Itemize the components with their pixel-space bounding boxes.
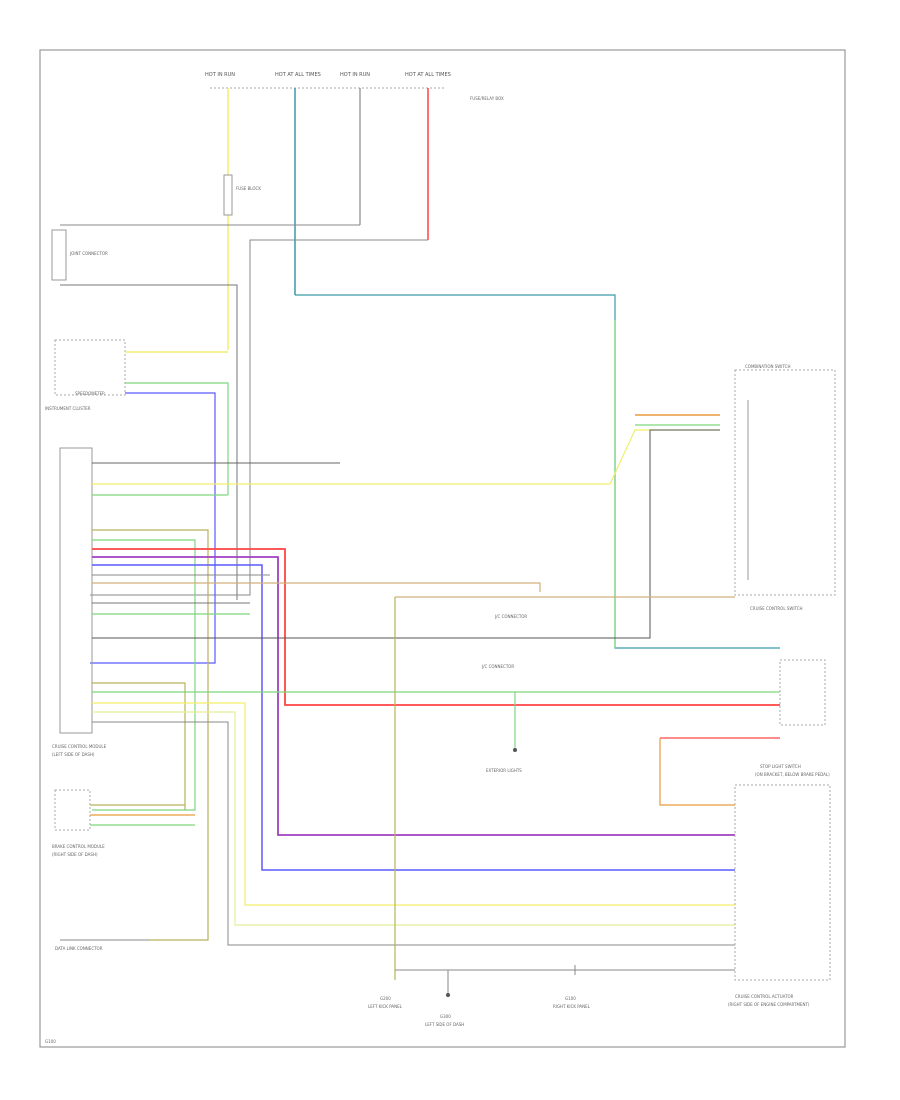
- left-junction-label: JOINT CONNECTOR: [69, 251, 108, 256]
- module-wire-yellow-3: [92, 711, 735, 926]
- fuse-label-2: HOT AT ALL TIMES: [275, 72, 321, 78]
- fuse-label-1: HOT IN RUN: [205, 72, 235, 78]
- cruise-actuator-location: (RIGHT SIDE OF ENGINE COMPARTMENT): [728, 1002, 810, 1007]
- stop-light-switch-location: (ON BRACKET, BELOW BRAKE PEDAL): [755, 772, 830, 777]
- exterior-lights-label: EXTERIOR LIGHTS: [486, 768, 522, 773]
- ground-mid-label: G300: [440, 1014, 451, 1019]
- footer-label: G100: [45, 1039, 56, 1044]
- stop-light-switch-box: [779, 659, 826, 726]
- jc-ground-dot: [513, 748, 517, 752]
- module-wire-yellow-2: [92, 702, 735, 906]
- fuse-element: [223, 174, 233, 216]
- junction-bus-bottom: [60, 284, 238, 600]
- cruise-main-switch-label: CRUISE CONTROL SWITCH: [750, 606, 803, 611]
- gray-ign-wire: [90, 239, 428, 596]
- module-wire-olive-2: [92, 682, 186, 810]
- left-junction-box: [51, 229, 67, 281]
- cruise-module-location: (LEFT SIDE OF DASH): [52, 752, 95, 757]
- cruise-module-label: CRUISE CONTROL MODULE: [52, 744, 107, 749]
- module-wire-blue: [92, 564, 735, 871]
- module-wire-gray-2: [92, 721, 735, 946]
- fuse-label-3: HOT IN RUN: [340, 72, 370, 78]
- module-wire-green-2: [92, 539, 196, 811]
- module-wire-violet: [92, 556, 735, 836]
- module-wire-red: [92, 548, 780, 706]
- teal-to-switch-wire: [295, 294, 780, 649]
- cruise-actuator-box: [734, 784, 831, 981]
- data-link-label: DATA LINK CONNECTOR: [55, 946, 103, 951]
- diagram-frame: [39, 49, 846, 1048]
- stop-switch-orange-wire: [659, 738, 735, 806]
- jc-mid-label: J/C CONNECTOR: [481, 664, 514, 669]
- g300-dot: [446, 993, 450, 997]
- combination-switch-label: COMBINATION SWITCH: [745, 364, 790, 369]
- cruise-module-box: [59, 447, 93, 734]
- speedometer-box: [54, 339, 126, 396]
- ground-left-label: G200: [380, 996, 391, 1001]
- jc-upper-label: J/C CONNECTOR: [494, 614, 527, 619]
- brake-module-location: (RIGHT SIDE OF DASH): [52, 852, 98, 857]
- instrument-cluster-label: INSTRUMENT CLUSTER: [45, 406, 91, 411]
- module-wire-tan: [92, 582, 541, 592]
- module-wire-olive: [92, 529, 209, 941]
- cruise-actuator-label: CRUISE CONTROL ACTUATOR: [735, 994, 794, 999]
- module-wire-to-combo: [92, 429, 720, 639]
- brake-module-box: [54, 789, 91, 831]
- speedometer-label: SPEEDOMETER: [75, 391, 105, 396]
- ground-right-location: RIGHT KICK PANEL: [553, 1004, 591, 1009]
- module-wire-yellow: [92, 429, 720, 485]
- fuse-box-label: FUSE/RELAY BOX: [470, 96, 504, 101]
- combination-switch-box: [734, 369, 836, 596]
- ground-left-location: LEFT KICK PANEL: [368, 1004, 403, 1009]
- speedo-blue-wire: [90, 392, 216, 664]
- fuse-block-label: FUSE BLOCK: [236, 186, 261, 191]
- stop-light-switch-label: STOP LIGHT SWITCH: [760, 764, 801, 769]
- speedo-green-wire: [125, 382, 229, 495]
- ground-right-label: G100: [565, 996, 576, 1001]
- ground-mid-location: LEFT SIDE OF DASH: [425, 1022, 464, 1027]
- brake-module-label: BRAKE CONTROL MODULE: [52, 844, 105, 849]
- fuse-label-4: HOT AT ALL TIMES: [405, 72, 451, 78]
